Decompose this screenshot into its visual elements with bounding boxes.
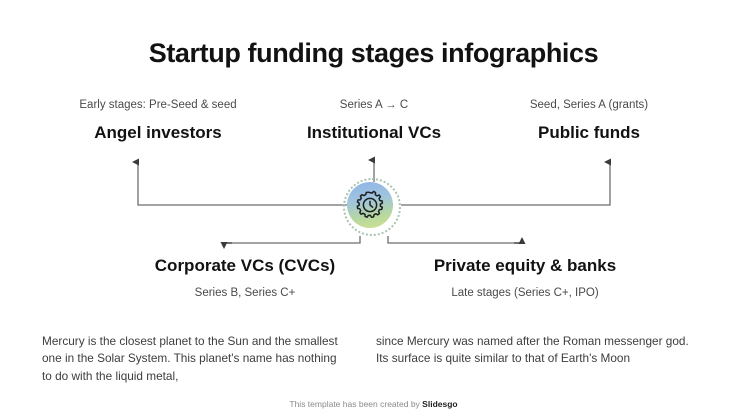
footer-credit: This template has been created by Slides… [0, 399, 747, 409]
connector-to-private-equity [387, 236, 520, 244]
node-angel-investors-title: Angel investors [94, 122, 222, 142]
node-public-funds: Seed, Series A (grants) Public funds [448, 98, 730, 144]
node-institutional-vcs-caption: Series A → C [339, 99, 409, 111]
node-corporate-vcs-caption: Series B, Series C+ [194, 287, 296, 300]
node-private-equity-banks-title: Private equity & banks [433, 256, 617, 275]
node-angel-investors: Early stages: Pre-Seed & seed Angel inve… [18, 98, 298, 144]
connector-to-public-funds [401, 158, 611, 206]
node-institutional-vcs: Series A → C Institutional VCs [258, 98, 490, 144]
connector-to-angel-investors [132, 158, 347, 206]
node-institutional-vcs-title: Institutional VCs [306, 122, 442, 142]
node-public-funds-caption: Seed, Series A (grants) [529, 99, 649, 111]
node-angel-investors-caption: Early stages: Pre-Seed & seed [79, 99, 237, 111]
page-title: Startup funding stages infographics [148, 38, 599, 68]
node-public-funds-title: Public funds [538, 122, 640, 142]
connector-to-corporate-vcs [226, 236, 361, 244]
center-hub [343, 178, 401, 236]
gear-clock-icon [356, 190, 384, 219]
node-private-equity-banks-caption: Late stages (Series C+, IPO) [451, 287, 599, 300]
body-paragraph-right: since Mercury was named after the Roman … [376, 334, 689, 366]
hub-dotted-ring [343, 178, 401, 236]
node-corporate-vcs: Corporate VCs (CVCs) Series B, Series C+ [105, 255, 385, 301]
node-corporate-vcs-title: Corporate VCs (CVCs) [154, 256, 336, 275]
body-paragraph-left: Mercury is the closest planet to the Sun… [42, 334, 338, 383]
footer-credit-brand: Slidesgo [422, 399, 458, 409]
node-private-equity-banks: Private equity & banks Late stages (Seri… [385, 255, 665, 301]
footer-credit-prefix: This template has been created by [289, 399, 423, 409]
